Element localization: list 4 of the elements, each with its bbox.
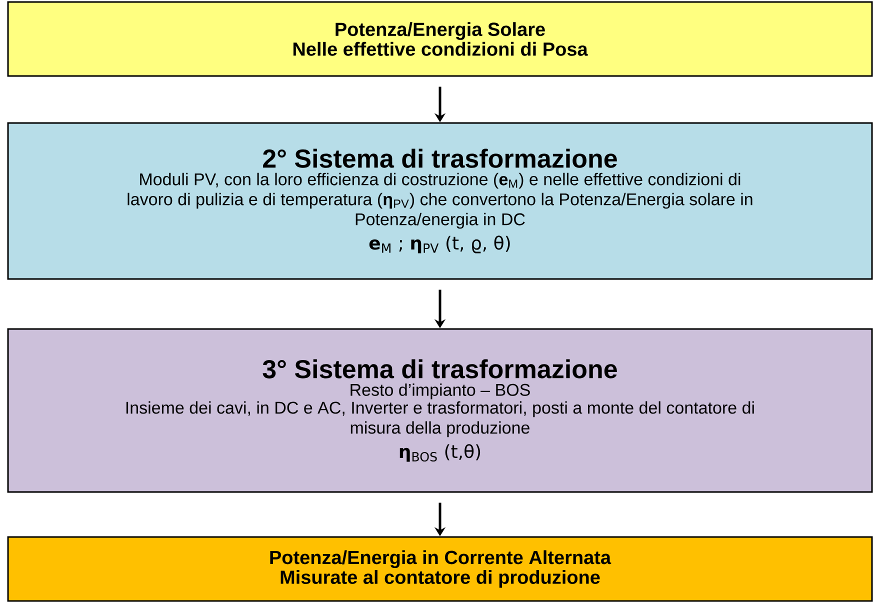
stage-box: 2° Sistema di trasformazione Moduli PV, con la loro efficienza di costruzione (e$_{M}$) e nelle effettive condizioni di lavoro di pulizia e di temperatura (η$_{PV}$) che convertono la Potenza/Energia solare in Potenza/energia in DC e$_{M}$ ; η$_{PV}$ (t, ϱ, θ) xyxy=(7,122,873,280)
stage-box: Potenza/Energia in Corrente Alternata Misurate al contatore di produzione xyxy=(7,536,873,602)
stage-box: 3° Sistema di trasformazione Resto d’impianto – BOS Insieme dei cavi, in DC e AC, Inverter e trasformatori, posti a monte del contatore di misura della produzione η$_{BOS}$ (t,θ) xyxy=(7,328,873,493)
stage-box: Potenza/Energia Solare Nelle effettive condizioni di Posa xyxy=(7,1,873,77)
